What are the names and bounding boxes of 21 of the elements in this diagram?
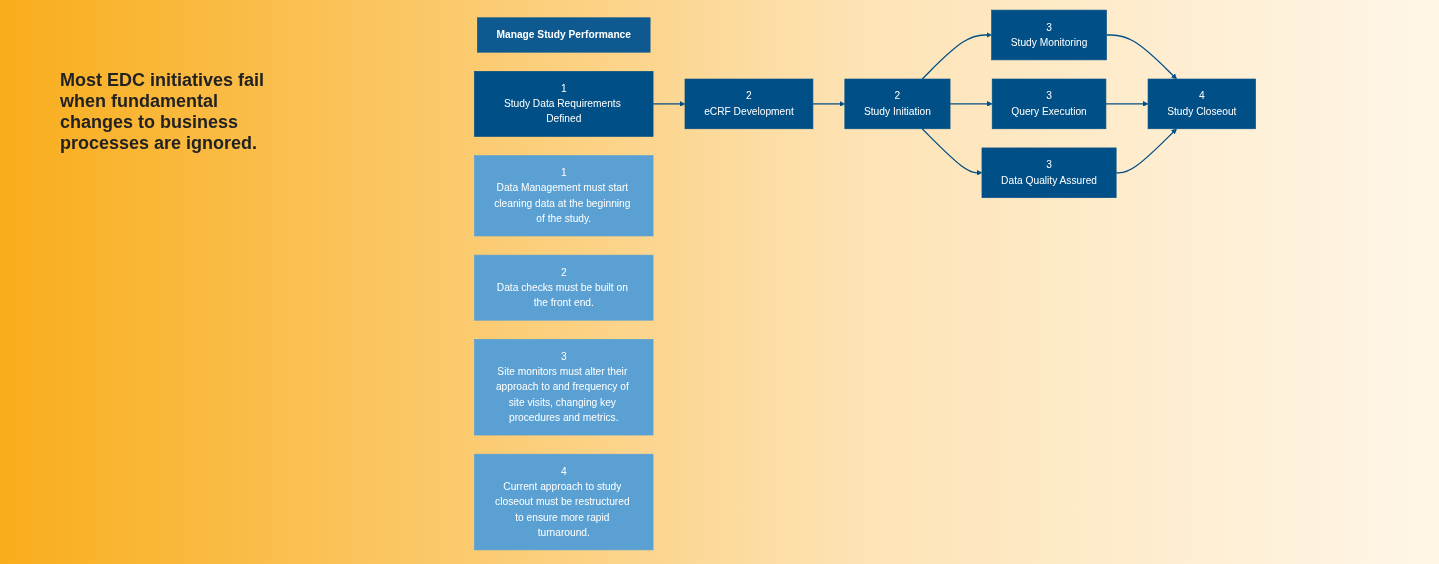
arrow bbox=[1105, 34, 1177, 80]
arrow bbox=[949, 101, 993, 107]
node-box: 1 Data Management must start cleaning data at the beginning of the study. bbox=[474, 155, 654, 237]
node-box: 1 Study Data Requirements Defined bbox=[474, 71, 654, 137]
node-box: 3 Data Quality Assured bbox=[981, 147, 1117, 198]
node-box: 3 Query Execution bbox=[991, 78, 1107, 130]
note-text: Most EDC initiatives fail when fundamental changes to business processes are ignored. bbox=[60, 70, 266, 154]
arrow bbox=[1115, 128, 1177, 174]
node-box: 2 eCRF Development bbox=[684, 78, 814, 130]
node-box: Manage Study Performance bbox=[477, 17, 651, 53]
node-box: 3 Site monitors must alter their approach to and frequency of site visits, changing key procedures and metrics. bbox=[474, 339, 654, 436]
arrow bbox=[812, 101, 846, 107]
node-box: 2 Study Initiation bbox=[844, 78, 951, 130]
node-box: 4 Study Closeout bbox=[1147, 78, 1256, 130]
node-box: 4 Current approach to study closeout must be restructured to ensure more rapid turnaround. bbox=[474, 453, 654, 551]
arrow bbox=[921, 32, 992, 80]
arrow bbox=[921, 128, 983, 176]
arrow bbox=[1105, 101, 1149, 107]
node-box: 3 Study Monitoring bbox=[991, 9, 1107, 61]
arrow bbox=[652, 101, 686, 107]
node-box: 2 Data checks must be built on the front end. bbox=[474, 254, 654, 321]
